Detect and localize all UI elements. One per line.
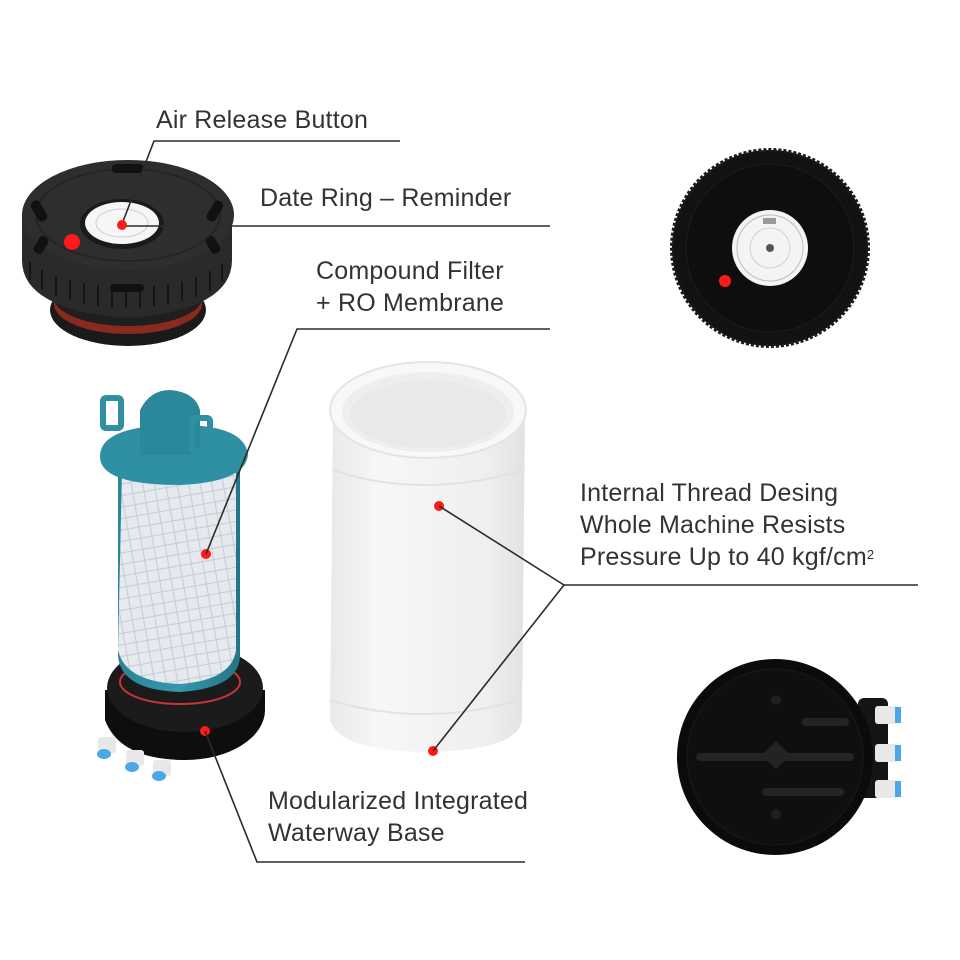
leader-compound-filter <box>205 328 550 555</box>
leader-dots <box>117 220 127 230</box>
callout-date-ring-reminder: Date Ring – Reminder <box>260 182 511 214</box>
callout-text: Compound Filter <box>316 257 504 285</box>
callout-waterway-base: Modularized Integrated Waterway Base <box>268 785 528 849</box>
leader-internal-thread-2 <box>432 584 565 752</box>
callout-internal-thread: Internal Thread Desing Whole Machine Res… <box>580 477 874 573</box>
callout-air-release-button: Air Release Button <box>156 104 368 136</box>
callout-text: Modularized Integrated <box>268 787 529 815</box>
callout-text: Waterway Base <box>268 819 445 847</box>
callout-text: Pressure Up to 40 kgf/cm <box>580 543 867 571</box>
leader-air-release <box>121 140 400 225</box>
filter-cap-angled <box>22 160 234 346</box>
callout-text: + RO Membrane <box>316 289 505 317</box>
water-fittings <box>97 737 171 781</box>
callout-text: Internal Thread Desing <box>580 479 839 507</box>
waterway-base-bottom <box>677 659 901 855</box>
callout-text: Date Ring – Reminder <box>260 184 512 212</box>
filter-cap-top <box>670 148 870 348</box>
side-fittings <box>875 706 901 798</box>
callout-compound-filter: Compound Filter + RO Membrane <box>316 255 504 319</box>
superscript: 2 <box>866 547 875 562</box>
filter-cartridge <box>97 390 265 781</box>
callout-text: Air Release Button <box>156 106 369 134</box>
housing <box>329 361 527 756</box>
callout-text: Whole Machine Resists <box>580 511 846 539</box>
leader-waterway-base <box>204 730 525 863</box>
leader-lines <box>121 140 918 863</box>
